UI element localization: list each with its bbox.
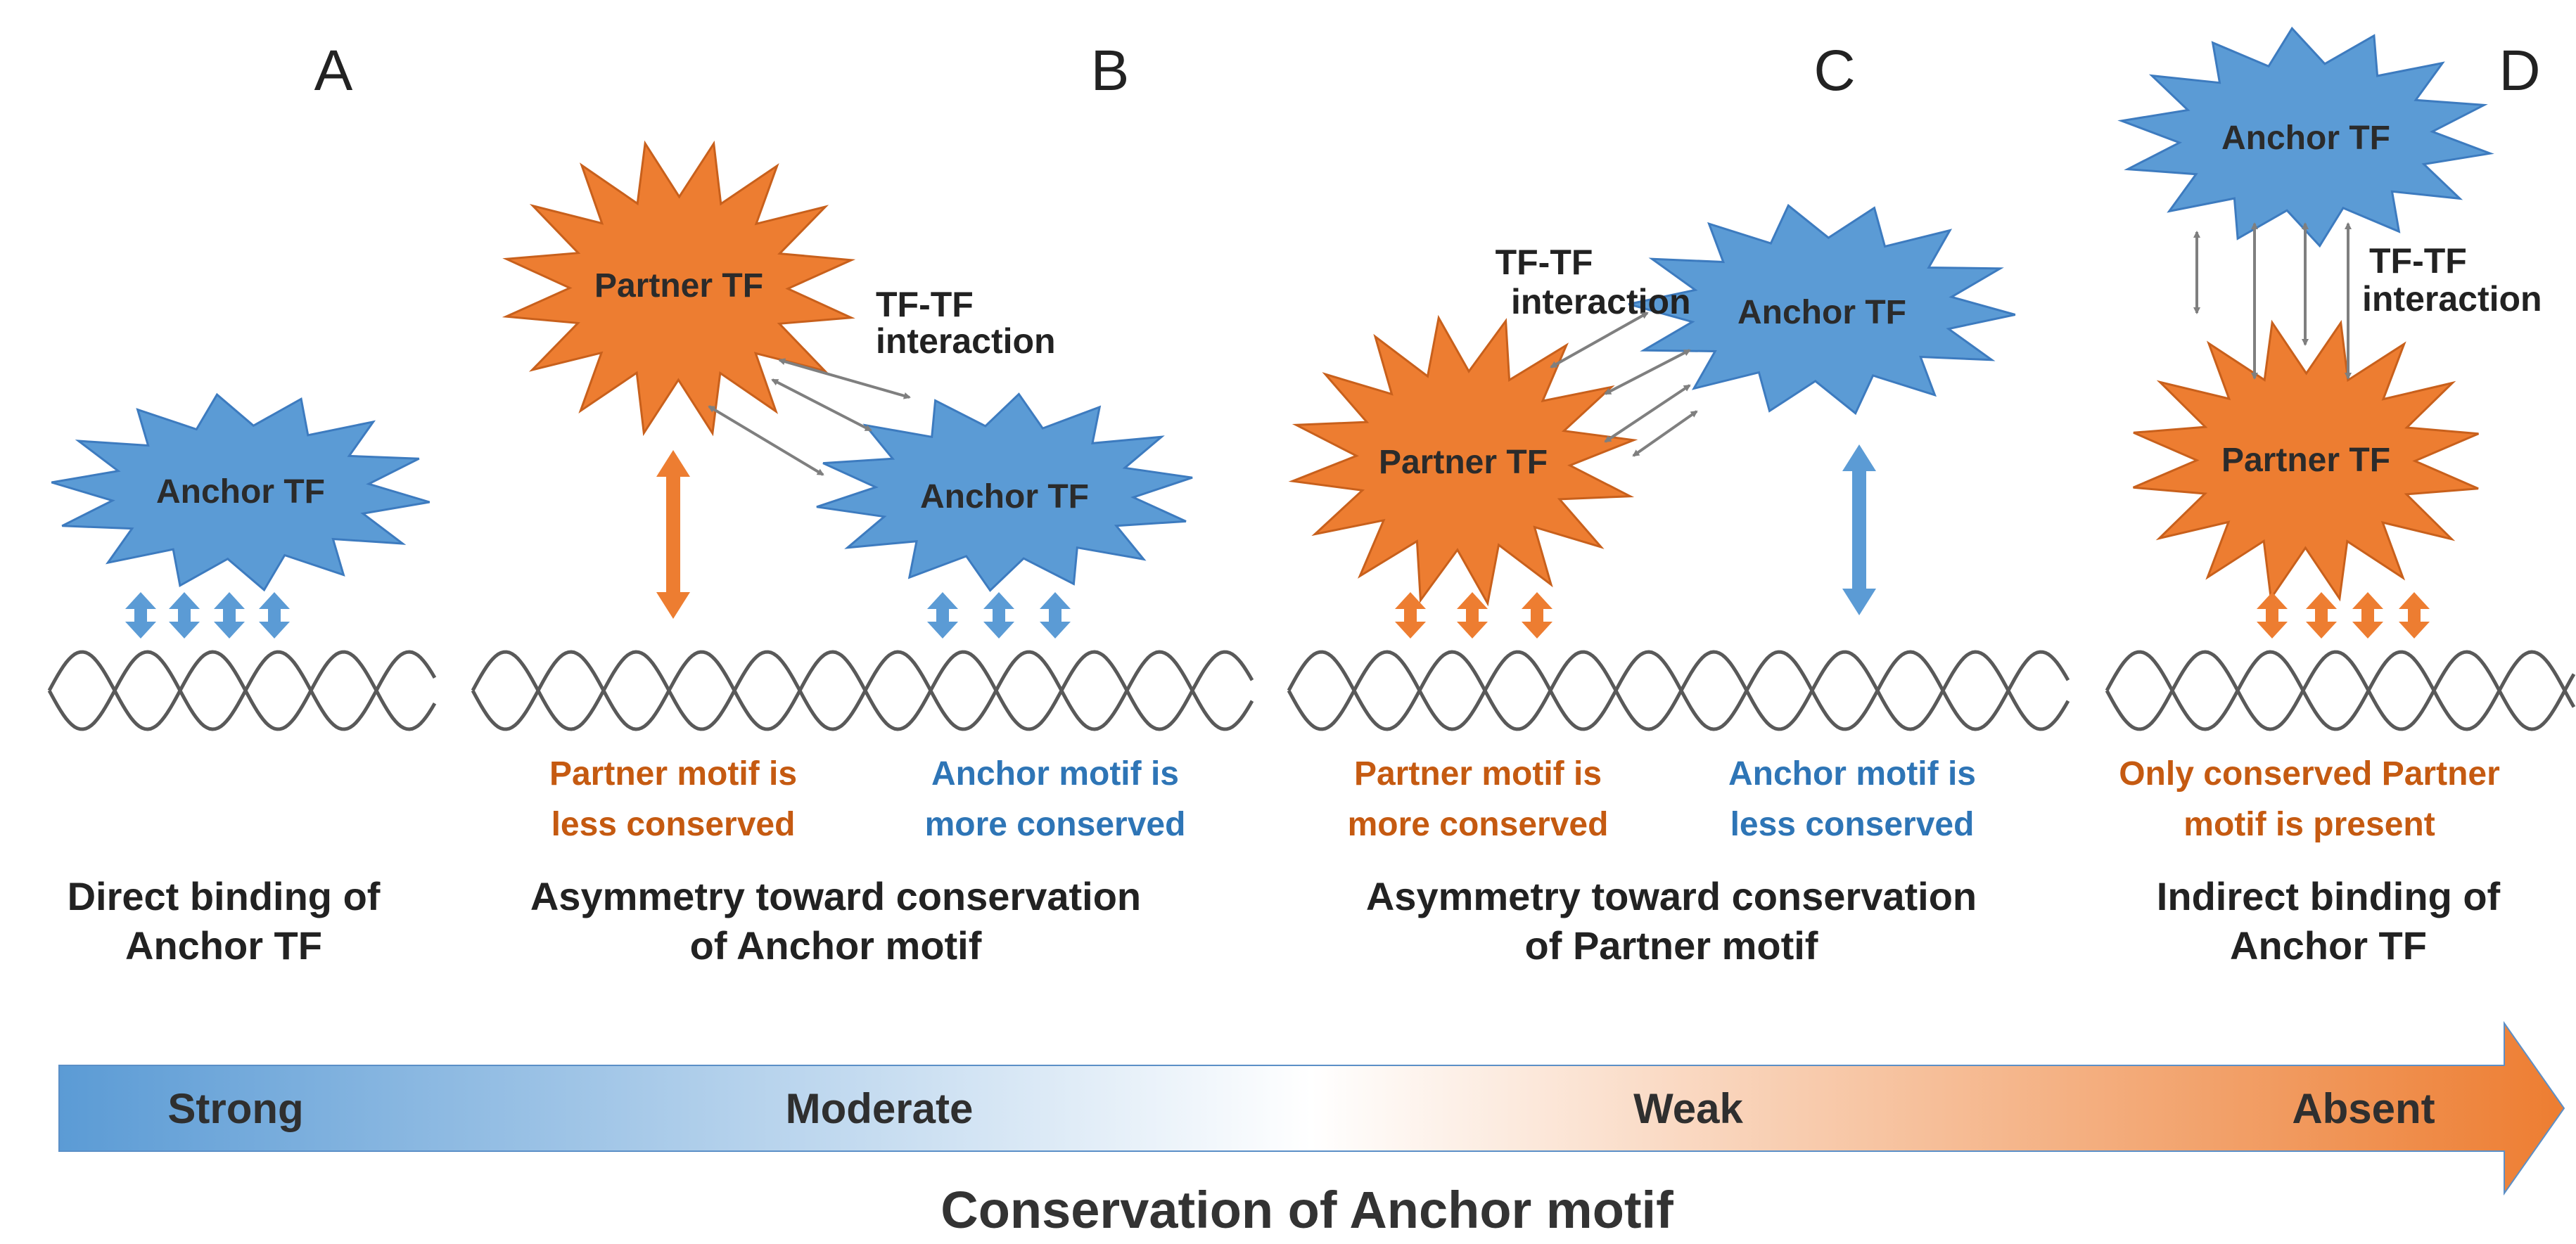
partner-tf-label-d: Partner TF (2221, 442, 2390, 479)
partner-tf-shape-b (502, 140, 856, 437)
binding-arrow-a-2 (169, 592, 200, 639)
motif-label-b-partner-line2: less conserved (551, 806, 796, 843)
scale-title: Conservation of Anchor motif (941, 1181, 1673, 1239)
motif-label-c-partner-line1: Partner motif is (1354, 755, 1602, 793)
tf-interaction-arrow-b-2 (771, 378, 872, 432)
anchor-binding-arrow-b-1 (927, 592, 958, 639)
anchor-binding-arrow-b-3 (1040, 592, 1071, 639)
dna-strand-1-b (47, 650, 437, 731)
motif-label-b-partner-line1: Partner motif is (549, 755, 797, 793)
motif-label-b-anchor-line2: more conserved (925, 806, 1186, 843)
anchor-tf-label-d: Anchor TF (2221, 120, 2390, 157)
binding-arrow-a-3 (214, 592, 245, 639)
caption-a-line2: Anchor TF (125, 923, 322, 968)
interaction-label-c-line2: interaction (1511, 282, 1691, 321)
binding-arrow-a-1 (125, 592, 156, 639)
partner-binding-arrow-c-1 (1395, 592, 1426, 639)
scale-level-weak: Weak (1633, 1085, 1743, 1132)
dna-strands (47, 650, 2576, 731)
dna-strand-4-b (2105, 650, 2576, 731)
anchor-tf-label-a: Anchor TF (156, 473, 325, 511)
tf-interaction-arrow-c-1 (1550, 312, 1649, 368)
binding-arrows (125, 222, 2430, 639)
partner-binding-arrow-d-2 (2306, 592, 2337, 639)
anchor-tf-label-c: Anchor TF (1737, 294, 1906, 331)
panel-letter-a: A (314, 39, 353, 103)
dna-strand-2-a (471, 650, 1254, 731)
partner-tf-shape-c (1288, 314, 1638, 607)
caption-d-line2: Anchor TF (2230, 923, 2427, 968)
motif-label-d-partner-line2: motif is present (2183, 806, 2435, 843)
interaction-label-d-line2: interaction (2362, 279, 2542, 319)
dna-strand-3-b (1287, 650, 2070, 731)
anchor-tf-shape-a (51, 392, 431, 592)
caption-a-line1: Direct binding of (68, 874, 381, 918)
motif-label-b-anchor-line1: Anchor motif is (931, 755, 1179, 793)
anchor-binding-arrow-c (1842, 444, 1876, 615)
scale-level-moderate: Moderate (786, 1085, 974, 1132)
partner-binding-arrow-b (656, 450, 690, 619)
partner-binding-arrow-c-2 (1457, 592, 1488, 639)
panel-letter-b: B (1091, 39, 1130, 103)
anchor-tf-shape-d (2117, 26, 2494, 248)
tf-interaction-arrow-c-2 (1604, 349, 1691, 395)
partner-binding-arrow-d-4 (2399, 592, 2430, 639)
interaction-label-c-line1: TF-TF (1496, 243, 1593, 282)
motif-label-c-anchor-line1: Anchor motif is (1728, 755, 1976, 793)
interaction-label-b-line1: TF-TF (876, 285, 974, 324)
dna-strand-4-a (2105, 650, 2576, 731)
tf-interaction-arrow-c-3 (1604, 384, 1691, 443)
partner-binding-arrow-c-3 (1522, 592, 1552, 639)
scale-level-strong: Strong (167, 1085, 303, 1132)
dna-strand-2-b (471, 650, 1254, 731)
partner-tf-label-b: Partner TF (594, 267, 763, 304)
partner-tf-label-c: Partner TF (1379, 444, 1548, 481)
interaction-label-b-line2: interaction (876, 321, 1056, 361)
caption-b-line2: of Anchor motif (690, 923, 982, 968)
caption-d-line1: Indirect binding of (2157, 874, 2501, 918)
tf-starbursts (51, 26, 2494, 607)
conservation-scale-arrow (58, 1020, 2565, 1196)
tf-interaction-arrow-b-1 (778, 358, 911, 399)
caption-c-line1: Asymmetry toward conservation (1366, 874, 1977, 918)
partner-binding-arrow-d-3 (2352, 592, 2383, 639)
dna-strand-1-a (47, 650, 437, 731)
anchor-tf-label-b: Anchor TF (920, 478, 1089, 515)
anchor-binding-arrow-b-2 (983, 592, 1014, 639)
partner-binding-arrow-d-1 (2257, 592, 2288, 639)
anchor-tf-shape-c (1628, 203, 2016, 416)
panel-letter-c: C (1813, 39, 1855, 103)
motif-label-c-anchor-line2: less conserved (1730, 806, 1975, 843)
caption-b-line1: Asymmetry toward conservation (530, 874, 1141, 918)
tf-interaction-arrow-c-4 (1632, 410, 1698, 457)
binding-arrow-a-4 (259, 592, 290, 639)
partner-tf-shape-d (2133, 319, 2479, 602)
scale-level-absent: Absent (2292, 1085, 2435, 1132)
tf-interaction-arrow-b-3 (708, 405, 824, 476)
interaction-label-d-line1: TF-TF (2369, 241, 2467, 281)
dna-strand-3-a (1287, 650, 2070, 731)
motif-label-d-partner-line1: Only conserved Partner (2119, 755, 2500, 793)
panel-letter-d: D (2499, 39, 2540, 103)
motif-label-c-partner-line2: more conserved (1348, 806, 1609, 843)
caption-c-line2: of Partner motif (1525, 923, 1818, 968)
